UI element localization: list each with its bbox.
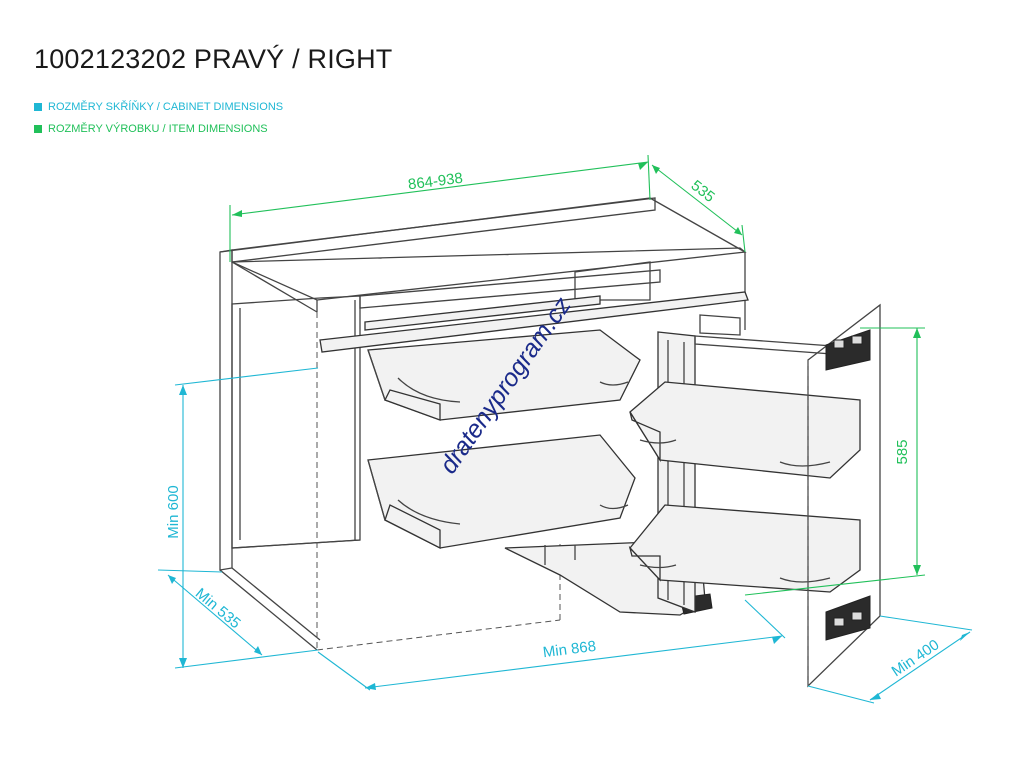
legend-label-cabinet: ROZMĚRY SKŘÍŇKY / CABINET DIMENSIONS [48,101,284,113]
dim-line-height-item [744,327,926,596]
dim-label-door-cabinet: Min 400 [889,636,943,680]
dim-line-width-item [229,154,651,262]
dim-label-height-item: 585 [894,439,911,464]
left-basket-upper [367,329,641,421]
dim-line-depth-cabinet [157,569,263,656]
legend: ROZMĚRY SKŘÍŇKY / CABINET DIMENSIONS ROZ… [34,96,283,140]
dim-line-height-cabinet [174,367,319,669]
dim-line-door-cabinet [807,615,973,704]
page-title: 1002123202 PRAVÝ / RIGHT [34,44,393,74]
legend-label-item: ROZMĚRY VÝROBKU / ITEM DIMENSIONS [48,123,268,135]
dim-label-width-item: 864-938 [407,170,464,194]
legend-item-item: ROZMĚRY VÝROBKU / ITEM DIMENSIONS [34,118,283,140]
legend-swatch-item [34,125,42,133]
legend-swatch-cabinet [34,103,42,111]
dim-label-width-cabinet: Min 868 [542,638,597,661]
right-basket-lower [628,504,861,593]
dim-label-depth-item: 535 [688,177,718,206]
legend-item-cabinet: ROZMĚRY SKŘÍŇKY / CABINET DIMENSIONS [34,96,283,118]
dim-line-width-cabinet [317,599,786,691]
door-panel [807,303,881,688]
dim-label-height-cabinet: Min 600 [165,485,182,538]
dim-line-depth-item [651,164,746,253]
top-rail [319,291,749,353]
right-basket-upper [629,381,861,479]
left-basket-lower [367,434,636,550]
dim-label-depth-cabinet: Min 535 [192,585,244,632]
